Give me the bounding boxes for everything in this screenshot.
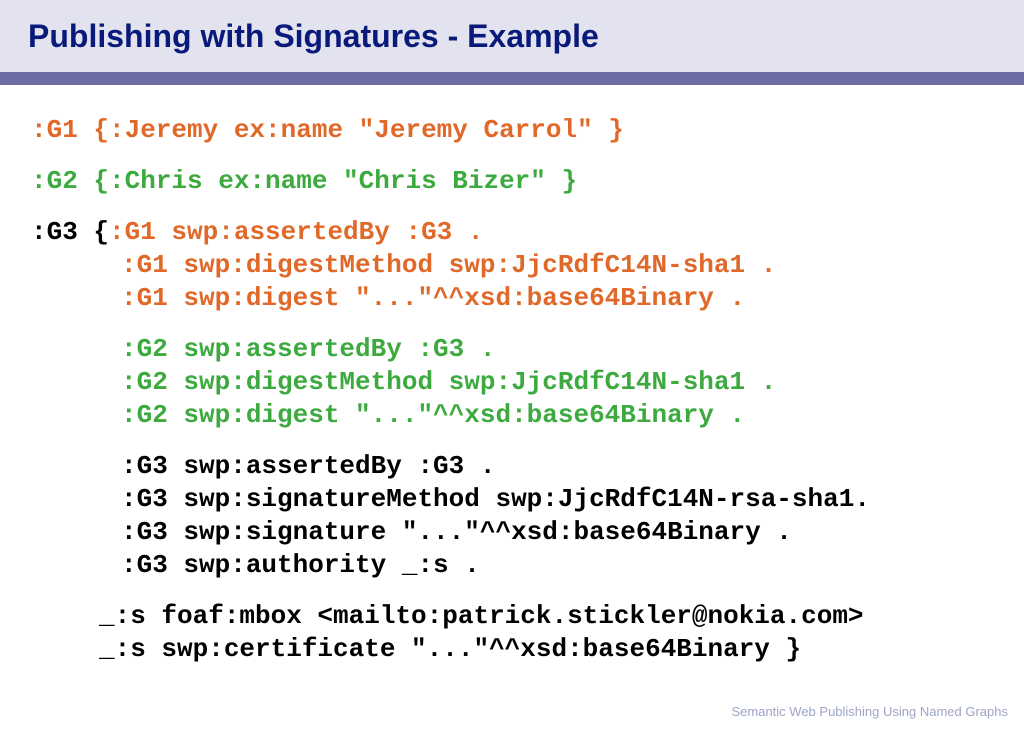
code-line-g1: :G1 {:Jeremy ex:name "Jeremy Carrol" } bbox=[31, 115, 624, 145]
code-line-g1-digest-method: :G1 swp:digestMethod swp:JjcRdfC14N-sha1… bbox=[121, 250, 777, 280]
code-line-g2: :G2 {:Chris ex:name "Chris Bizer" } bbox=[31, 166, 578, 196]
code-line-g1-digest: :G1 swp:digest "..."^^xsd:base64Binary . bbox=[121, 283, 746, 313]
code-line-g3-signature-method: :G3 swp:signatureMethod swp:JjcRdfC14N-r… bbox=[121, 484, 870, 514]
code-line-g2-digest-method: :G2 swp:digestMethod swp:JjcRdfC14N-sha1… bbox=[121, 367, 777, 397]
title-divider bbox=[0, 72, 1024, 85]
slide-footer: Semantic Web Publishing Using Named Grap… bbox=[731, 704, 1008, 719]
code-line-g2-asserted: :G2 swp:assertedBy :G3 . bbox=[121, 334, 496, 364]
g3-open-token: :G3 { bbox=[31, 217, 110, 247]
code-line-g3-authority: :G3 swp:authority _:s . bbox=[121, 550, 480, 580]
code-line-g3-open: :G3 {:G1 swp:assertedBy :G3 . bbox=[31, 217, 483, 247]
slide-title: Publishing with Signatures - Example bbox=[28, 18, 599, 54]
code-line-g2-digest: :G2 swp:digest "..."^^xsd:base64Binary . bbox=[121, 400, 746, 430]
g3-g1-asserted: :G1 swp:assertedBy :G3 . bbox=[109, 217, 484, 247]
title-bar bbox=[0, 0, 1024, 72]
code-line-s-mbox: _:s foaf:mbox <mailto:patrick.stickler@n… bbox=[99, 601, 864, 631]
code-line-g3-signature: :G3 swp:signature "..."^^xsd:base64Binar… bbox=[121, 517, 792, 547]
code-line-s-certificate: _:s swp:certificate "..."^^xsd:base64Bin… bbox=[99, 634, 802, 664]
code-line-g3-asserted: :G3 swp:assertedBy :G3 . bbox=[121, 451, 496, 481]
